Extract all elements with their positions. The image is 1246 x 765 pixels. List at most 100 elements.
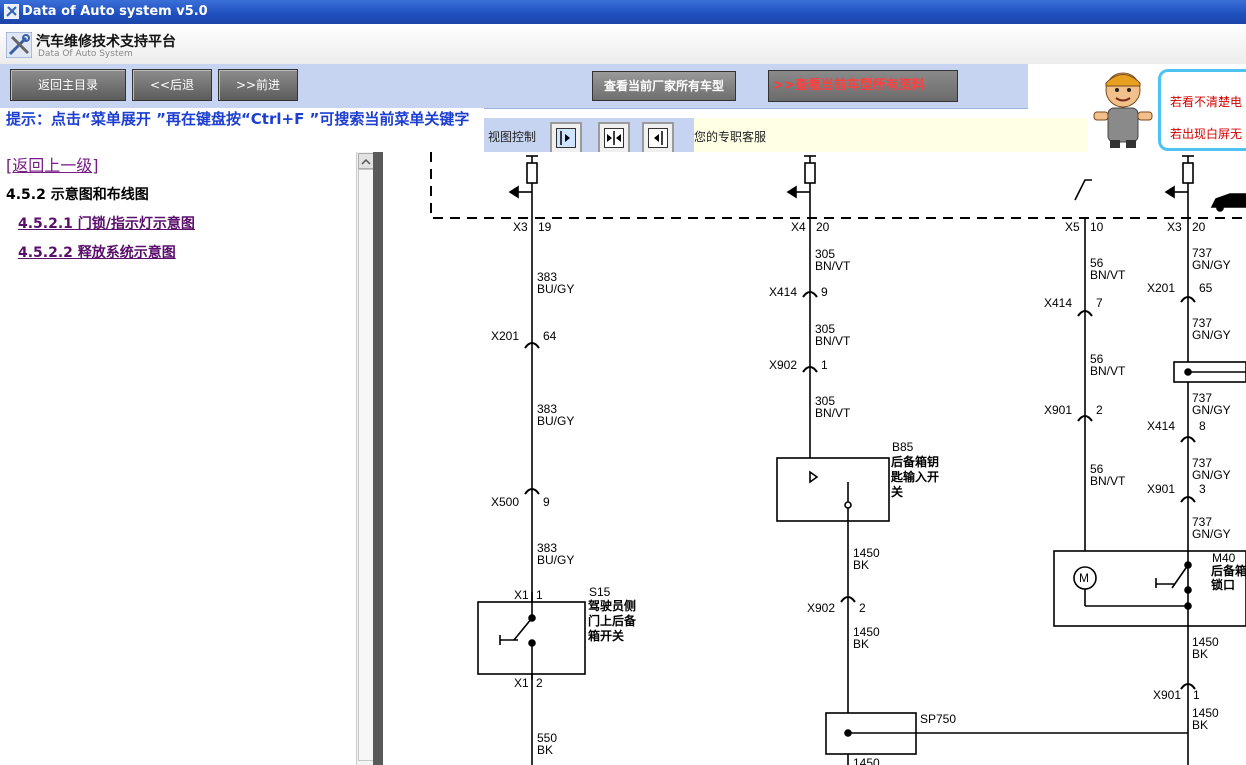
- c1-wire1-code: 383: [537, 270, 557, 284]
- c1-wire2-code: 383: [537, 402, 557, 416]
- c1-conn2: X201: [491, 329, 519, 343]
- service-text[interactable]: 您的专职客服: [694, 130, 767, 144]
- c3-wire2-code: 56: [1090, 352, 1104, 366]
- c2-wire3-color: BN/VT: [815, 406, 851, 420]
- mechanic-mascot-icon: [1093, 72, 1153, 148]
- c2-pin3: 1: [821, 358, 828, 372]
- c1-comp-name-3: 箱开关: [588, 628, 624, 643]
- c1-conn-top: X3: [513, 220, 528, 234]
- c2-pin-top: 20: [816, 220, 830, 234]
- c1-sw-conn-top: X1: [514, 588, 529, 602]
- app-name-english: Data Of Auto System: [38, 49, 133, 59]
- arrow-left-icon: [648, 128, 668, 148]
- c1-wire2-color: BU/GY: [537, 414, 574, 428]
- scroll-up-button[interactable]: [358, 153, 374, 169]
- c2-conn2: X414: [769, 285, 797, 299]
- c4-wire6-code: 1450: [1192, 635, 1219, 649]
- forward-button[interactable]: >>前进: [218, 69, 298, 101]
- c4-wire5-code: 737: [1192, 515, 1212, 529]
- c4-wire7-code: 1450: [1192, 706, 1219, 720]
- nav-toolbar: 返回主目录 <<后退 >>前进 查看当前厂家所有车型 >>查看当前车型所有资料: [0, 64, 1028, 109]
- app-header: 汽车维修技术支持平台 Data Of Auto System: [0, 24, 1246, 65]
- c2-conn4: X902: [807, 601, 835, 615]
- c2-comp-name-1: 后备箱钥: [891, 454, 939, 469]
- window-title: Data of Auto system v5.0: [22, 4, 208, 19]
- view-split-button[interactable]: [598, 122, 630, 154]
- c4-wire4-code: 737: [1192, 456, 1212, 470]
- c3-conn-top: X5: [1065, 220, 1080, 234]
- view-control-label: 视图控制: [488, 130, 537, 144]
- c2-conn-top: X4: [791, 220, 806, 234]
- c3-pin2: 7: [1096, 296, 1103, 310]
- c2-splice: SP750: [920, 712, 956, 726]
- c1-sw-pin-top: 1: [536, 588, 543, 602]
- c1-conn3: X500: [491, 495, 519, 509]
- c4-conn6: X901: [1153, 688, 1181, 702]
- pane-splitter[interactable]: [373, 152, 383, 765]
- section-title: 4.5.2 示意图和布线图: [6, 187, 149, 203]
- maker-models-button[interactable]: 查看当前厂家所有车型: [592, 71, 736, 101]
- c1-comp-id: S15: [589, 585, 611, 599]
- c4-wire1-color: GN/GY: [1192, 258, 1231, 272]
- c1-comp-name-1: 驾驶员侧: [587, 598, 636, 613]
- c4-wire5-color: GN/GY: [1192, 527, 1231, 541]
- module-boundary: [430, 152, 1246, 219]
- c3-wire1-color: BN/VT: [1090, 268, 1126, 282]
- wiring-diagram-svg: X3 19 383 BU/GY X201 64 383 BU/GY X500 9…: [430, 152, 1246, 765]
- c4-comp-name-1: 后备箱: [1211, 563, 1246, 578]
- c3-wire2-color: BN/VT: [1090, 364, 1126, 378]
- c1-pin2: 64: [543, 329, 557, 343]
- sidebar-link-release-system[interactable]: 4.5.2.2 释放系统示意图: [18, 245, 176, 261]
- home-button[interactable]: 返回主目录: [10, 69, 126, 101]
- c3-conn2: X414: [1044, 296, 1072, 310]
- motor-symbol: M: [1079, 571, 1089, 585]
- c1-sw-conn-bot: X1: [514, 676, 529, 690]
- c4-pin-top: 20: [1192, 220, 1206, 234]
- wiring-diagram: X3 19 383 BU/GY X201 64 383 BU/GY X500 9…: [383, 152, 1246, 765]
- arrow-right-icon: [556, 128, 576, 148]
- wrench-logo-icon: [6, 32, 32, 58]
- c1-sw-pin-bot: 2: [536, 676, 543, 690]
- sidebar: [0, 152, 357, 765]
- c4-wire6-color: BK: [1192, 647, 1208, 661]
- c4-pin5: 3: [1199, 482, 1206, 496]
- c4-wire1-code: 737: [1192, 246, 1212, 260]
- c4-wire2-color: GN/GY: [1192, 328, 1231, 342]
- sidebar-link-door-lock[interactable]: 4.5.2.1 门锁/指示灯示意图: [18, 216, 195, 232]
- c1-wire3-color: BU/GY: [537, 553, 574, 567]
- c2-wire6-code: 1450: [853, 756, 880, 765]
- sidebar-scrollbar[interactable]: [356, 152, 374, 765]
- ad-text-box: [1158, 69, 1246, 151]
- c2-wire4-color: BK: [853, 558, 869, 572]
- c1-pin3: 9: [543, 495, 550, 509]
- view-expand-left-button[interactable]: [642, 122, 674, 154]
- c1-comp-name-2: 门上后备: [588, 613, 637, 628]
- c4-comp-name-2: 锁口: [1211, 577, 1235, 592]
- c2-comp-name-2: 匙输入开: [890, 469, 939, 484]
- chevron-up-icon: [361, 158, 371, 165]
- c2-comp-id: B85: [892, 440, 914, 454]
- c3-conn3: X901: [1044, 403, 1072, 417]
- split-arrows-icon: [604, 128, 624, 148]
- view-expand-right-button[interactable]: [550, 122, 582, 154]
- back-up-link[interactable]: [返回上一级]: [6, 156, 99, 175]
- hint-area: [0, 108, 484, 152]
- c2-wire1-color: BN/VT: [815, 259, 851, 273]
- c2-wire2-code: 305: [815, 322, 835, 336]
- ad-line-2: 若出现白屏无: [1170, 127, 1243, 141]
- c4-wire2-code: 737: [1192, 316, 1212, 330]
- back-button[interactable]: <<后退: [132, 69, 212, 101]
- c2-wire5-code: 1450: [853, 625, 880, 639]
- app-name: 汽车维修技术支持平台: [36, 34, 176, 50]
- c4-pin6: 1: [1193, 688, 1200, 702]
- service-bar: [694, 118, 1088, 152]
- scroll-thumb[interactable]: [358, 169, 374, 761]
- window-title-bar: Data of Auto system v5.0: [0, 0, 1246, 24]
- c1-pin-top: 19: [538, 220, 552, 234]
- c4-conn-top: X3: [1167, 220, 1182, 234]
- c3-wire1-code: 56: [1090, 256, 1104, 270]
- c1-wire3-code: 383: [537, 541, 557, 555]
- c4-wire3-color: GN/GY: [1192, 403, 1231, 417]
- c4-comp-id: M40: [1212, 551, 1236, 565]
- model-data-button[interactable]: >>查看当前车型所有资料: [768, 70, 958, 102]
